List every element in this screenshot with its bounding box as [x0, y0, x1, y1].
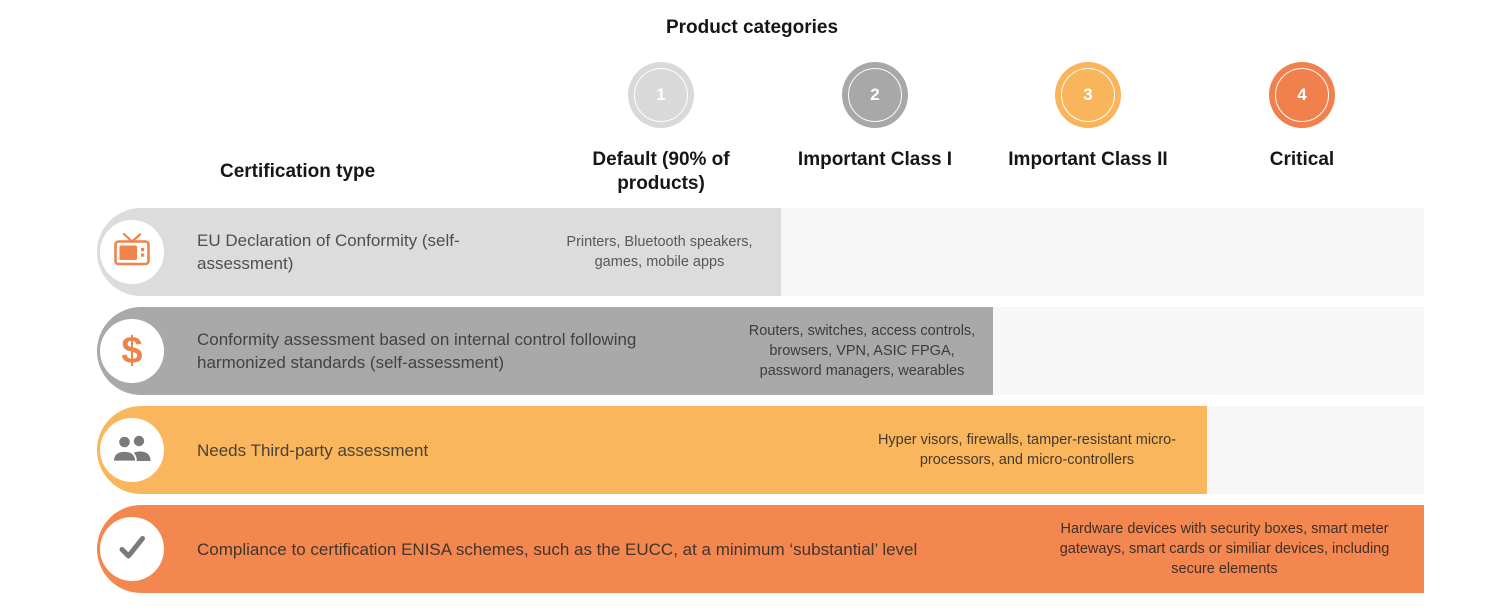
- category-label-default: Default (90% of products): [592, 149, 730, 194]
- icon-circle: $: [100, 319, 164, 383]
- table-row: Needs Third-party assessment Hyper visor…: [97, 406, 1424, 494]
- product-examples: Hyper visors, firewalls, tamper-resistan…: [877, 432, 1177, 468]
- table-row: Compliance to certification ENISA scheme…: [97, 505, 1424, 593]
- dollar-icon: $: [121, 330, 143, 372]
- certification-type-label: Needs Third-party assessment: [197, 440, 429, 460]
- category-number: 2: [870, 85, 880, 104]
- category-number: 4: [1297, 85, 1307, 104]
- category-circle-3: 3: [1055, 62, 1121, 128]
- certification-type-header: Certification type: [220, 161, 376, 182]
- icon-circle: [100, 220, 164, 284]
- certification-type-label: Conformity assessment based on internal …: [197, 330, 637, 372]
- page-title: Product categories: [665, 17, 839, 38]
- category-circle-2: 2: [842, 62, 908, 128]
- product-examples: Routers, switches, access controls, brow…: [748, 323, 976, 379]
- category-circle-4: 4: [1269, 62, 1335, 128]
- table-row: $ Conformity assessment based on interna…: [97, 307, 1424, 395]
- tv-icon: [112, 232, 152, 273]
- people-icon: [111, 431, 153, 470]
- row-bar: [97, 505, 1424, 593]
- checkmark-icon: [115, 532, 149, 567]
- row-bar: [97, 208, 781, 296]
- category-number: 3: [1083, 85, 1093, 104]
- category-label-important-class-1: Important Class I: [797, 149, 953, 170]
- category-number: 1: [656, 85, 666, 104]
- row-bar: [97, 406, 1207, 494]
- product-examples: Hardware devices with security boxes, sm…: [1059, 521, 1390, 577]
- category-label-important-class-2: Important Class II: [1008, 149, 1168, 170]
- category-circle-1: 1: [628, 62, 694, 128]
- certification-type-label: Compliance to certification ENISA scheme…: [197, 539, 918, 559]
- table-row: EU Declaration of Conformity (self-asses…: [97, 208, 1424, 296]
- icon-circle: [100, 418, 164, 482]
- row-bar: [97, 307, 993, 395]
- icon-circle: [100, 517, 164, 581]
- category-label-critical: Critical: [1269, 149, 1335, 170]
- product-examples: Printers, Bluetooth speakers, games, mob…: [566, 234, 753, 270]
- certification-type-label: EU Declaration of Conformity (self-asses…: [197, 231, 460, 273]
